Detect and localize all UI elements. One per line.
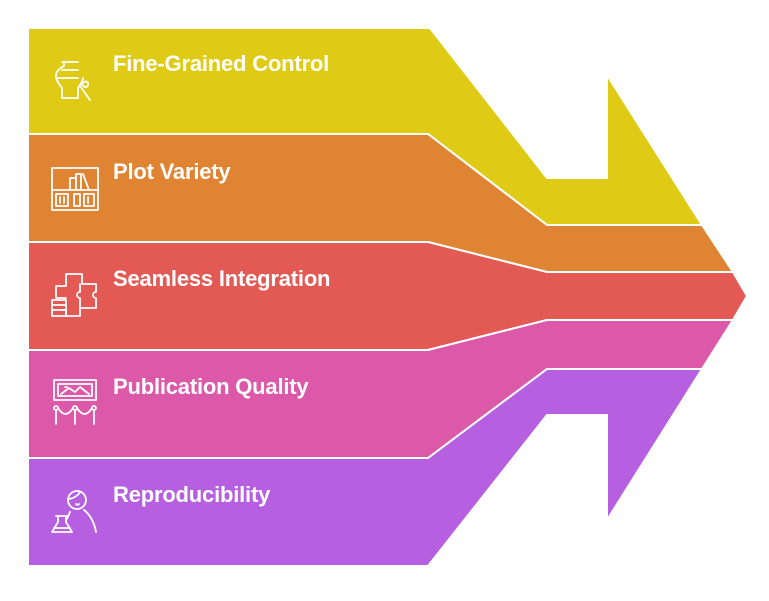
label-fine-grained-control: Fine-Grained Control [113,51,330,76]
label-reproducibility: Reproducibility [113,482,271,507]
label-seamless-integration: Seamless Integration [113,266,331,291]
label-publication-quality: Publication Quality [113,374,309,399]
label-plot-variety: Plot Variety [113,159,231,184]
band-reproducibility [27,368,704,567]
scientist-icon [50,486,100,536]
exhibit-frame-icon [50,378,100,428]
puzzle-icon [50,270,100,320]
bookshelf-icon [50,164,100,214]
vase-brush-icon [50,56,100,106]
